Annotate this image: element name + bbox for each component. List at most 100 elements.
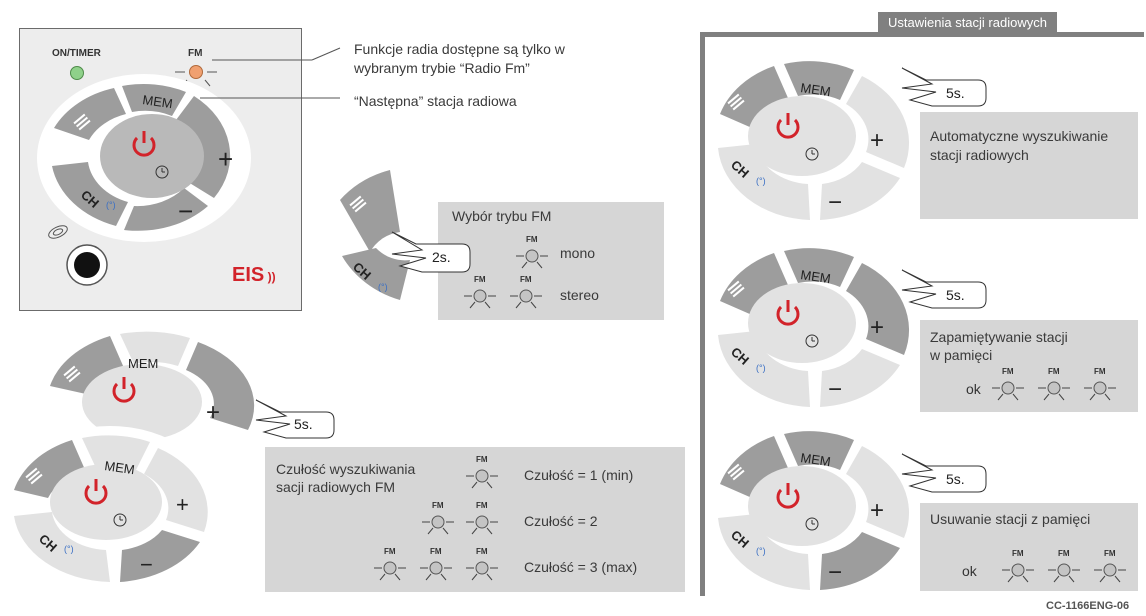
svg-text:FM: FM <box>520 275 532 284</box>
svg-text:MEM: MEM <box>800 267 832 286</box>
device-keypad: MEM + − CH (°) <box>37 65 251 286</box>
svg-text:FM: FM <box>1002 367 1014 376</box>
sensitivity-keypads: MEM + MEM + − CH (°) <box>2 330 335 586</box>
sensitivity-level-1: Czułość = 1 (min) <box>524 467 634 483</box>
svg-text:FM: FM <box>1094 367 1106 376</box>
settings-keypads: MEM + − CH (°) MEM + − CH (°) <box>708 52 916 592</box>
sensitivity-level-3: Czułość = 3 (max) <box>524 559 638 575</box>
delete-line1: Usuwanie stacji z pamięci <box>930 511 1091 527</box>
sensitivity-leds: FM FM FM FM FM FM <box>374 455 498 581</box>
svg-text:+: + <box>176 492 189 517</box>
memorize-ok: ok <box>966 381 982 397</box>
fm-mode-hold: 2s. <box>432 249 451 265</box>
settings-header: Ustawienia stacji radiowych <box>878 12 1057 34</box>
svg-text:5s.: 5s. <box>946 85 965 101</box>
delete-hand-icon: 5s. <box>901 453 987 493</box>
sensitivity-hand-icon: 5s. <box>255 399 335 439</box>
brand-logo: EIS )) <box>232 264 276 287</box>
memorize-line1: Zapamiętywanie stacji <box>930 329 1068 345</box>
svg-text:MEM: MEM <box>800 450 832 469</box>
speaker-knob <box>66 244 108 286</box>
svg-text:MEM: MEM <box>104 458 136 477</box>
auto-search-hand-icon: 5s. <box>901 67 987 107</box>
power-button[interactable] <box>100 114 204 198</box>
svg-text:+: + <box>870 497 884 524</box>
memorize-line2: w pamięci <box>930 347 993 363</box>
settings-leds: ok FM FM FM ok FM FM FM <box>962 367 1126 583</box>
svg-text:FM: FM <box>1058 549 1070 558</box>
mem-label: MEM <box>142 92 174 111</box>
fm-mode-title: Wybór trybu FM <box>452 208 552 224</box>
svg-text:−: − <box>140 552 153 577</box>
settings-hands: 5s. 5s. 5s. <box>901 67 987 493</box>
svg-text:−: − <box>828 559 842 586</box>
callout-lines <box>200 47 341 99</box>
settings-frame-top <box>700 32 1144 37</box>
svg-text:FM: FM <box>432 501 444 510</box>
svg-text:FM: FM <box>1012 549 1024 558</box>
memorize-hand-icon: 5s. <box>901 269 987 309</box>
fm-mode-menu-button[interactable] <box>340 170 400 252</box>
ch-button[interactable] <box>52 162 128 226</box>
sensitivity-title-2: sacji radiowych FM <box>276 479 396 495</box>
fm-mode-diagram: CH (°) 2s. FM FM FM <box>340 170 548 309</box>
svg-text:FM: FM <box>526 235 538 244</box>
fm-stereo-led-2: FM <box>510 275 542 309</box>
menu-button[interactable] <box>54 88 126 140</box>
callout-fm-only-2: wybranym trybie “Radio Fm” <box>354 60 530 76</box>
svg-text:FM: FM <box>474 275 486 284</box>
delete-panel <box>920 503 1138 591</box>
sensitivity-level-2: Czułość = 2 <box>524 513 598 529</box>
plus-label: + <box>218 144 233 174</box>
svg-text:FM: FM <box>384 547 396 556</box>
svg-text:FM: FM <box>1048 367 1060 376</box>
svg-text:5s.: 5s. <box>946 287 965 303</box>
ir-sensor-icon <box>48 225 68 239</box>
svg-text:(°): (°) <box>756 363 766 373</box>
sensitivity-panel <box>265 447 685 592</box>
svg-text:+: + <box>870 127 884 154</box>
svg-text:(°): (°) <box>756 546 766 556</box>
svg-text:FM: FM <box>476 455 488 464</box>
minus-button[interactable] <box>124 188 208 231</box>
auto-search-line2: stacji radiowych <box>930 147 1029 163</box>
fm-label: FM <box>188 48 203 59</box>
signal-icon: )) <box>264 270 276 284</box>
sensitivity-title-1: Czułość wyszukiwania <box>276 461 416 477</box>
fm-mono-label: mono <box>560 245 596 261</box>
memorize-panel <box>920 320 1138 412</box>
on-timer-label: ON/TIMER <box>52 48 101 59</box>
svg-text:+: + <box>870 314 884 341</box>
auto-search-line1: Automatyczne wyszukiwanie <box>930 128 1109 144</box>
power-icon <box>132 131 156 157</box>
svg-text:+: + <box>206 399 220 426</box>
svg-text:FM: FM <box>476 501 488 510</box>
svg-text:(°): (°) <box>756 176 766 186</box>
callout-next-station: “Następna” stacja radiowa <box>354 93 517 109</box>
fm-mono-led: FM <box>516 235 548 269</box>
delete-ok: ok <box>962 563 978 579</box>
svg-text:MEM: MEM <box>128 356 158 371</box>
hand-icon: 2s. <box>391 231 471 273</box>
on-timer-led <box>70 66 84 80</box>
minus-label: − <box>178 196 193 226</box>
clock-icon <box>155 165 169 179</box>
svg-text:FM: FM <box>1104 549 1116 558</box>
fm-mode-ch-button[interactable] <box>342 248 410 300</box>
plus-button[interactable] <box>176 96 231 198</box>
mem-button[interactable] <box>122 84 186 116</box>
auto-search-panel <box>920 112 1138 219</box>
svg-text:FM: FM <box>476 547 488 556</box>
svg-text:FM: FM <box>430 547 442 556</box>
svg-text:−: − <box>828 189 842 216</box>
svg-text:(°): (°) <box>378 282 388 292</box>
svg-text:(°): (°) <box>64 544 74 554</box>
svg-text:MEM: MEM <box>800 80 832 99</box>
document-code: CC-1166ENG-06 <box>1046 600 1130 612</box>
svg-text:5s.: 5s. <box>946 471 965 487</box>
callout-fm-only-1: Funkcje radia dostępne są tylko w <box>354 41 565 57</box>
ch-scan-icon: (°) <box>106 200 116 210</box>
svg-text:−: − <box>828 376 842 403</box>
fm-stereo-led-1: FM <box>464 275 496 309</box>
settings-frame-left <box>700 32 705 596</box>
